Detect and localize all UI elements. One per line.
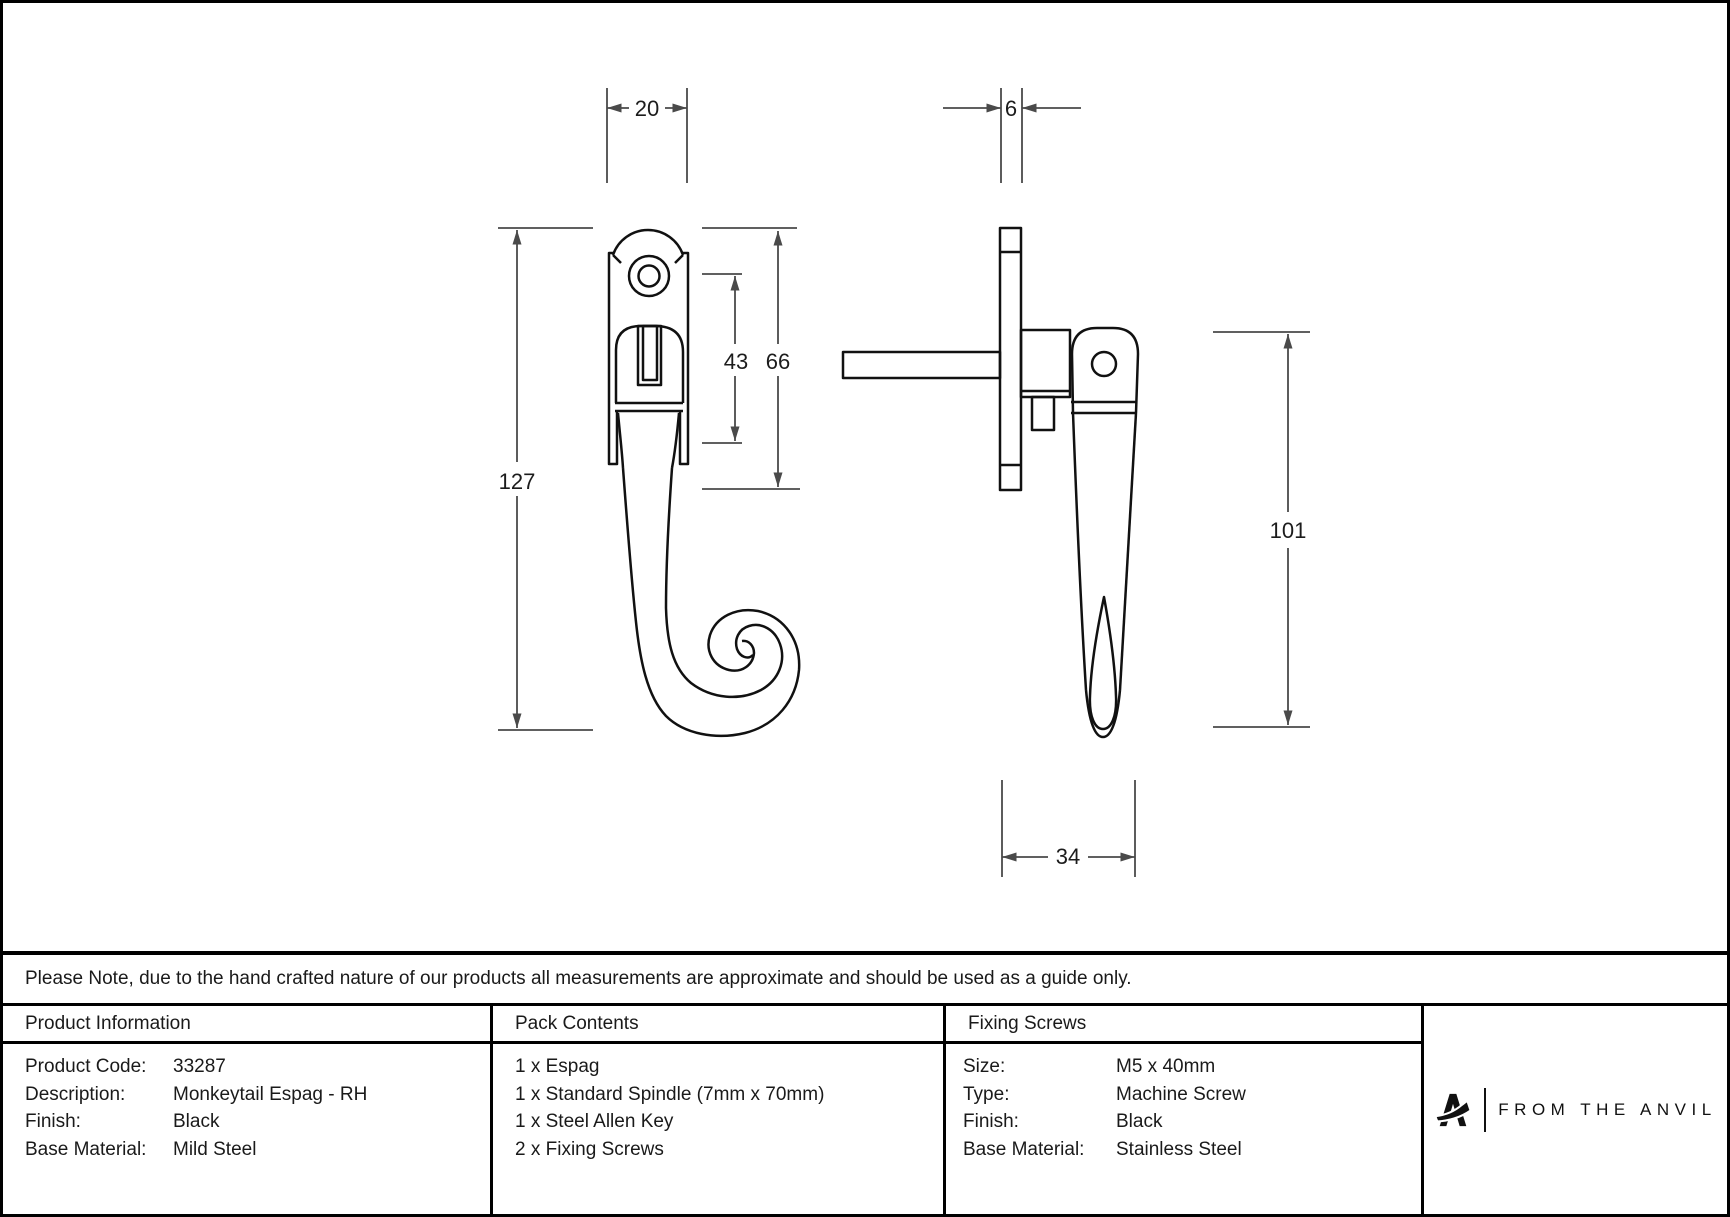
dim-label-handle-length: 101 — [1270, 518, 1307, 543]
field-label: Finish: — [25, 1111, 81, 1132]
anvil-logo-icon — [1434, 1093, 1473, 1127]
field-value: Black — [1116, 1111, 1163, 1132]
table-row: Finish: Black — [25, 1108, 480, 1136]
table-row: Base Material: Mild Steel — [25, 1136, 480, 1164]
field-label: Type: — [963, 1083, 1010, 1105]
product-information-body: Product Code: 33287 Description: Monkeyt… — [3, 1044, 490, 1163]
table-row: Product Code: 33287 — [25, 1053, 480, 1081]
dim-label-side-thickness: 6 — [1005, 96, 1017, 121]
field-label: Size: — [963, 1056, 1006, 1077]
field-label: Description: — [25, 1083, 126, 1105]
list-item: 1 x Steel Allen Key — [515, 1111, 674, 1132]
front-view — [607, 228, 801, 738]
fixing-screws-body: Size: M5 x 40mm Type: Machine Screw Fini… — [946, 1044, 1421, 1163]
field-value: Black — [173, 1111, 220, 1132]
field-value: M5 x 40mm — [1116, 1056, 1216, 1077]
table-row: Description: Monkeytail Espag - RH — [25, 1081, 480, 1109]
list-item: 2 x Fixing Screws — [515, 1138, 664, 1160]
dimension-lines — [498, 88, 1310, 877]
field-label: Base Material: — [963, 1138, 1085, 1160]
dimension-label-masks — [494, 95, 1314, 872]
fixing-screws-header: Fixing Screws — [946, 1006, 1421, 1044]
field-value: Monkeytail Espag - RH — [173, 1083, 368, 1105]
field-label: Finish: — [963, 1111, 1019, 1132]
dim-label-front-length: 127 — [499, 469, 536, 494]
table-row: Base Material: Stainless Steel — [963, 1136, 1411, 1164]
product-information-column: Product Information Product Code: 33287 … — [3, 1006, 493, 1214]
dim-label-hole-span: 43 — [724, 349, 748, 374]
field-value: 33287 — [173, 1056, 226, 1077]
pack-contents-header: Pack Contents — [493, 1006, 943, 1044]
note-text: Please Note, due to the hand crafted nat… — [25, 968, 1132, 989]
fixing-screws-title: Fixing Screws — [968, 1012, 1087, 1034]
info-table: Product Information Product Code: 33287 … — [3, 1006, 1727, 1214]
product-information-header: Product Information — [3, 1006, 490, 1044]
technical-drawing: 20 127 43 66 6 101 34 — [494, 88, 1314, 877]
table-row: Type: Machine Screw — [963, 1081, 1411, 1109]
table-row: Finish: Black — [963, 1108, 1411, 1136]
product-information-title: Product Information — [25, 1012, 191, 1034]
brand-name: FROM THE ANVIL — [1498, 1100, 1717, 1119]
brand-logo: FROM THE ANVIL — [1434, 1088, 1716, 1132]
pack-contents-column: Pack Contents 1 x Espag 1 x Standard Spi… — [493, 1006, 946, 1214]
brand-column: FROM THE ANVIL — [1424, 1006, 1727, 1214]
dim-label-plate-height: 66 — [766, 349, 790, 374]
measurement-note: Please Note, due to the hand crafted nat… — [3, 951, 1727, 1006]
fixing-screws-column: Fixing Screws Size: M5 x 40mm Type: Mach… — [946, 1006, 1424, 1214]
list-item: 1 x Standard Spindle (7mm x 70mm) — [515, 1083, 825, 1105]
side-view — [841, 226, 1140, 739]
pack-contents-title: Pack Contents — [515, 1012, 639, 1034]
field-value: Mild Steel — [173, 1138, 257, 1160]
brand-divider — [1484, 1088, 1487, 1132]
field-label: Base Material: — [25, 1138, 147, 1160]
dim-label-front-width: 20 — [635, 96, 659, 121]
dim-label-projection: 34 — [1056, 844, 1080, 869]
field-label: Product Code: — [25, 1056, 147, 1077]
pack-contents-body: 1 x Espag 1 x Standard Spindle (7mm x 70… — [493, 1044, 943, 1163]
field-value: Machine Screw — [1116, 1083, 1246, 1105]
list-item: 1 x Espag — [515, 1056, 600, 1077]
table-row: Size: M5 x 40mm — [963, 1053, 1411, 1081]
field-value: Stainless Steel — [1116, 1138, 1242, 1160]
